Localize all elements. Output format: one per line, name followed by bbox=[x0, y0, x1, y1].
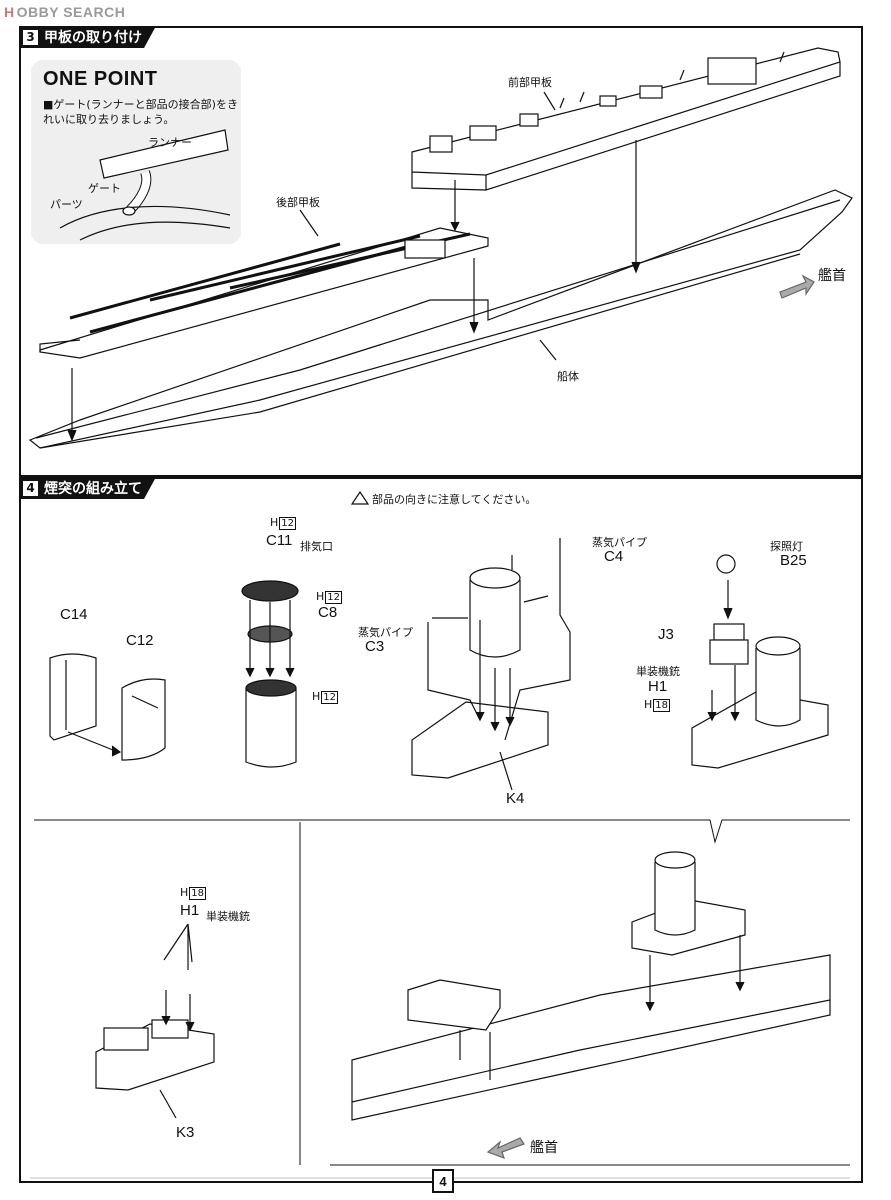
label-gate: ゲート bbox=[88, 182, 121, 195]
label-front-deck: 前部甲板 bbox=[508, 76, 552, 89]
watermark-text: OBBY SEARCH bbox=[16, 4, 126, 20]
page-number: 4 bbox=[432, 1169, 454, 1193]
h-prefix: H bbox=[180, 886, 189, 899]
one-point-text: ■ゲート(ランナーと部品の接合部)をきれいに取り去りましょう。 bbox=[43, 98, 238, 126]
step4-header: 4 煙突の組み立て bbox=[19, 477, 156, 499]
step4-number: 4 bbox=[23, 481, 38, 496]
label-b25: B25 bbox=[780, 552, 807, 569]
step3-panel: 3 甲板の取り付け bbox=[19, 26, 863, 477]
label-single-mg: 単装機銃 bbox=[636, 665, 680, 678]
step3-title: 甲板の取り付け bbox=[44, 30, 142, 46]
label-h1: H1 bbox=[648, 678, 668, 695]
caution-text: 部品の向きに注意してください。 bbox=[372, 493, 537, 506]
label-c3: C3 bbox=[365, 638, 385, 655]
h-prefix: H bbox=[316, 590, 325, 603]
caution-note: 部品の向きに注意してください。 bbox=[352, 491, 536, 507]
c11-h-number: 12 bbox=[279, 517, 297, 530]
label-hull: 船体 bbox=[557, 370, 579, 383]
label-runner: ランナー bbox=[148, 136, 192, 149]
c8-h-number: 12 bbox=[325, 591, 343, 604]
label-c11-desc: 排気口 bbox=[300, 540, 333, 553]
label-steam-pipe-c3: 蒸気パイプ bbox=[358, 626, 413, 639]
h1b-h-number: 18 bbox=[189, 887, 207, 900]
runner-gate-illustration bbox=[59, 129, 231, 241]
label-parts: パーツ bbox=[50, 198, 83, 211]
h-prefix: H bbox=[312, 690, 321, 703]
step3-header: 3 甲板の取り付け bbox=[19, 26, 156, 48]
hull-drawing bbox=[28, 189, 853, 449]
label-c12: C12 bbox=[126, 632, 154, 649]
label-k4: K4 bbox=[506, 790, 525, 807]
h-prefix: H bbox=[270, 516, 279, 529]
label-c4: C4 bbox=[604, 548, 624, 565]
front-deck-drawing bbox=[411, 47, 841, 191]
label-k3: K3 bbox=[176, 1124, 195, 1141]
one-point-title: ONE POINT bbox=[43, 68, 158, 90]
rear-deck-drawing bbox=[39, 227, 489, 359]
funnel-h-number: 12 bbox=[321, 691, 339, 704]
step4-title: 煙突の組み立て bbox=[44, 481, 142, 497]
watermark-h: H bbox=[4, 4, 15, 20]
h-prefix: H bbox=[644, 698, 653, 711]
step3-number: 3 bbox=[23, 30, 38, 45]
label-h1b-desc: 単装機銃 bbox=[206, 910, 250, 923]
label-rear-deck: 後部甲板 bbox=[276, 196, 320, 209]
label-h1b: H1 bbox=[180, 902, 200, 919]
label-c14: C14 bbox=[60, 606, 88, 623]
label-c11: C11 bbox=[266, 532, 293, 549]
label-j3: J3 bbox=[658, 626, 674, 643]
label-steam-pipe-c4: 蒸気パイプ bbox=[592, 536, 647, 549]
label-c8: C8 bbox=[318, 604, 338, 621]
h1-h-number: 18 bbox=[653, 699, 671, 712]
label-bow-step4: 艦首 bbox=[530, 1139, 558, 1155]
label-searchlight: 探照灯 bbox=[770, 540, 803, 553]
label-bow-step3: 艦首 bbox=[818, 267, 846, 283]
